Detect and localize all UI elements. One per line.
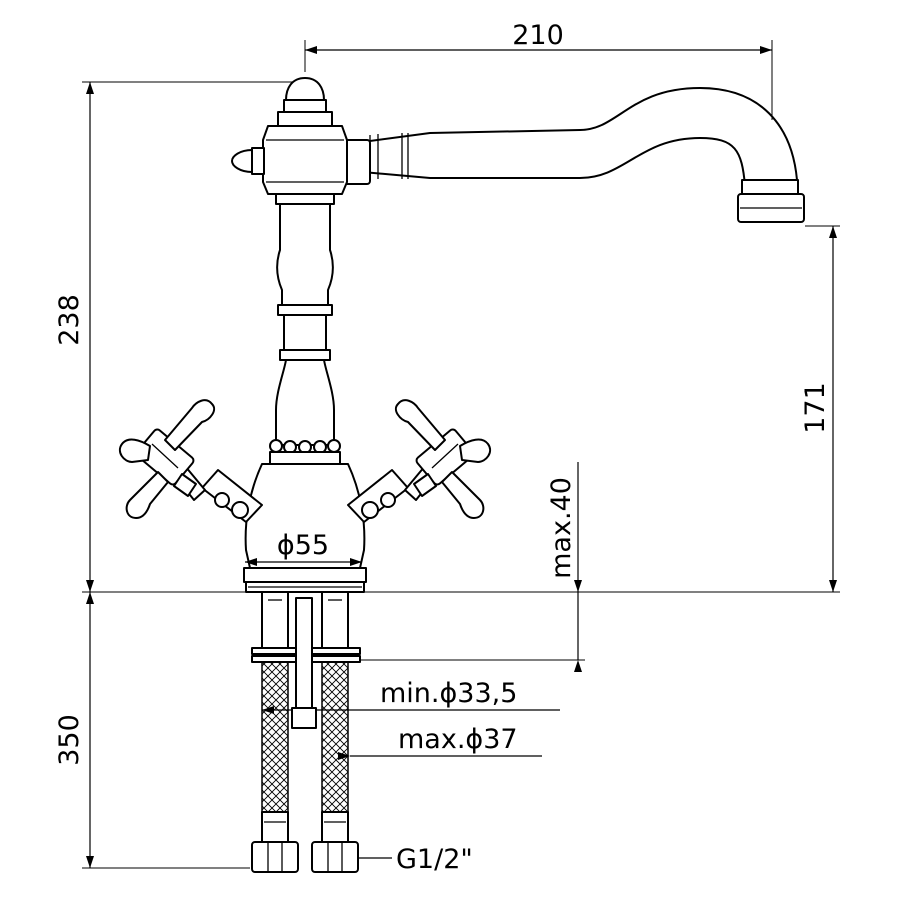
dimension-lines (82, 40, 840, 869)
dim-connection: G1/2" (396, 844, 473, 875)
dim-hole-min: min.ϕ33,5 (380, 678, 517, 709)
dimension-labels: 210 238 171 ϕ55 max.40 min.ϕ33,5 max.ϕ37… (54, 20, 831, 875)
dim-max-deck: max.40 (546, 477, 577, 579)
right-cross-handle (347, 399, 492, 523)
dim-spout-height: 171 (800, 382, 831, 434)
left-cross-handle (118, 399, 263, 523)
column (269, 193, 341, 465)
dim-total-height: 238 (54, 294, 85, 346)
dim-hole-max: max.ϕ37 (398, 724, 518, 755)
faucet-body (118, 77, 805, 873)
head-finial (231, 77, 348, 195)
supply-hoses (251, 591, 361, 873)
dim-hose-length: 350 (54, 714, 85, 766)
base-bowl (243, 463, 367, 593)
dim-base-diameter: ϕ55 (277, 530, 329, 561)
spout (339, 87, 805, 223)
dim-spout-reach: 210 (512, 20, 564, 51)
